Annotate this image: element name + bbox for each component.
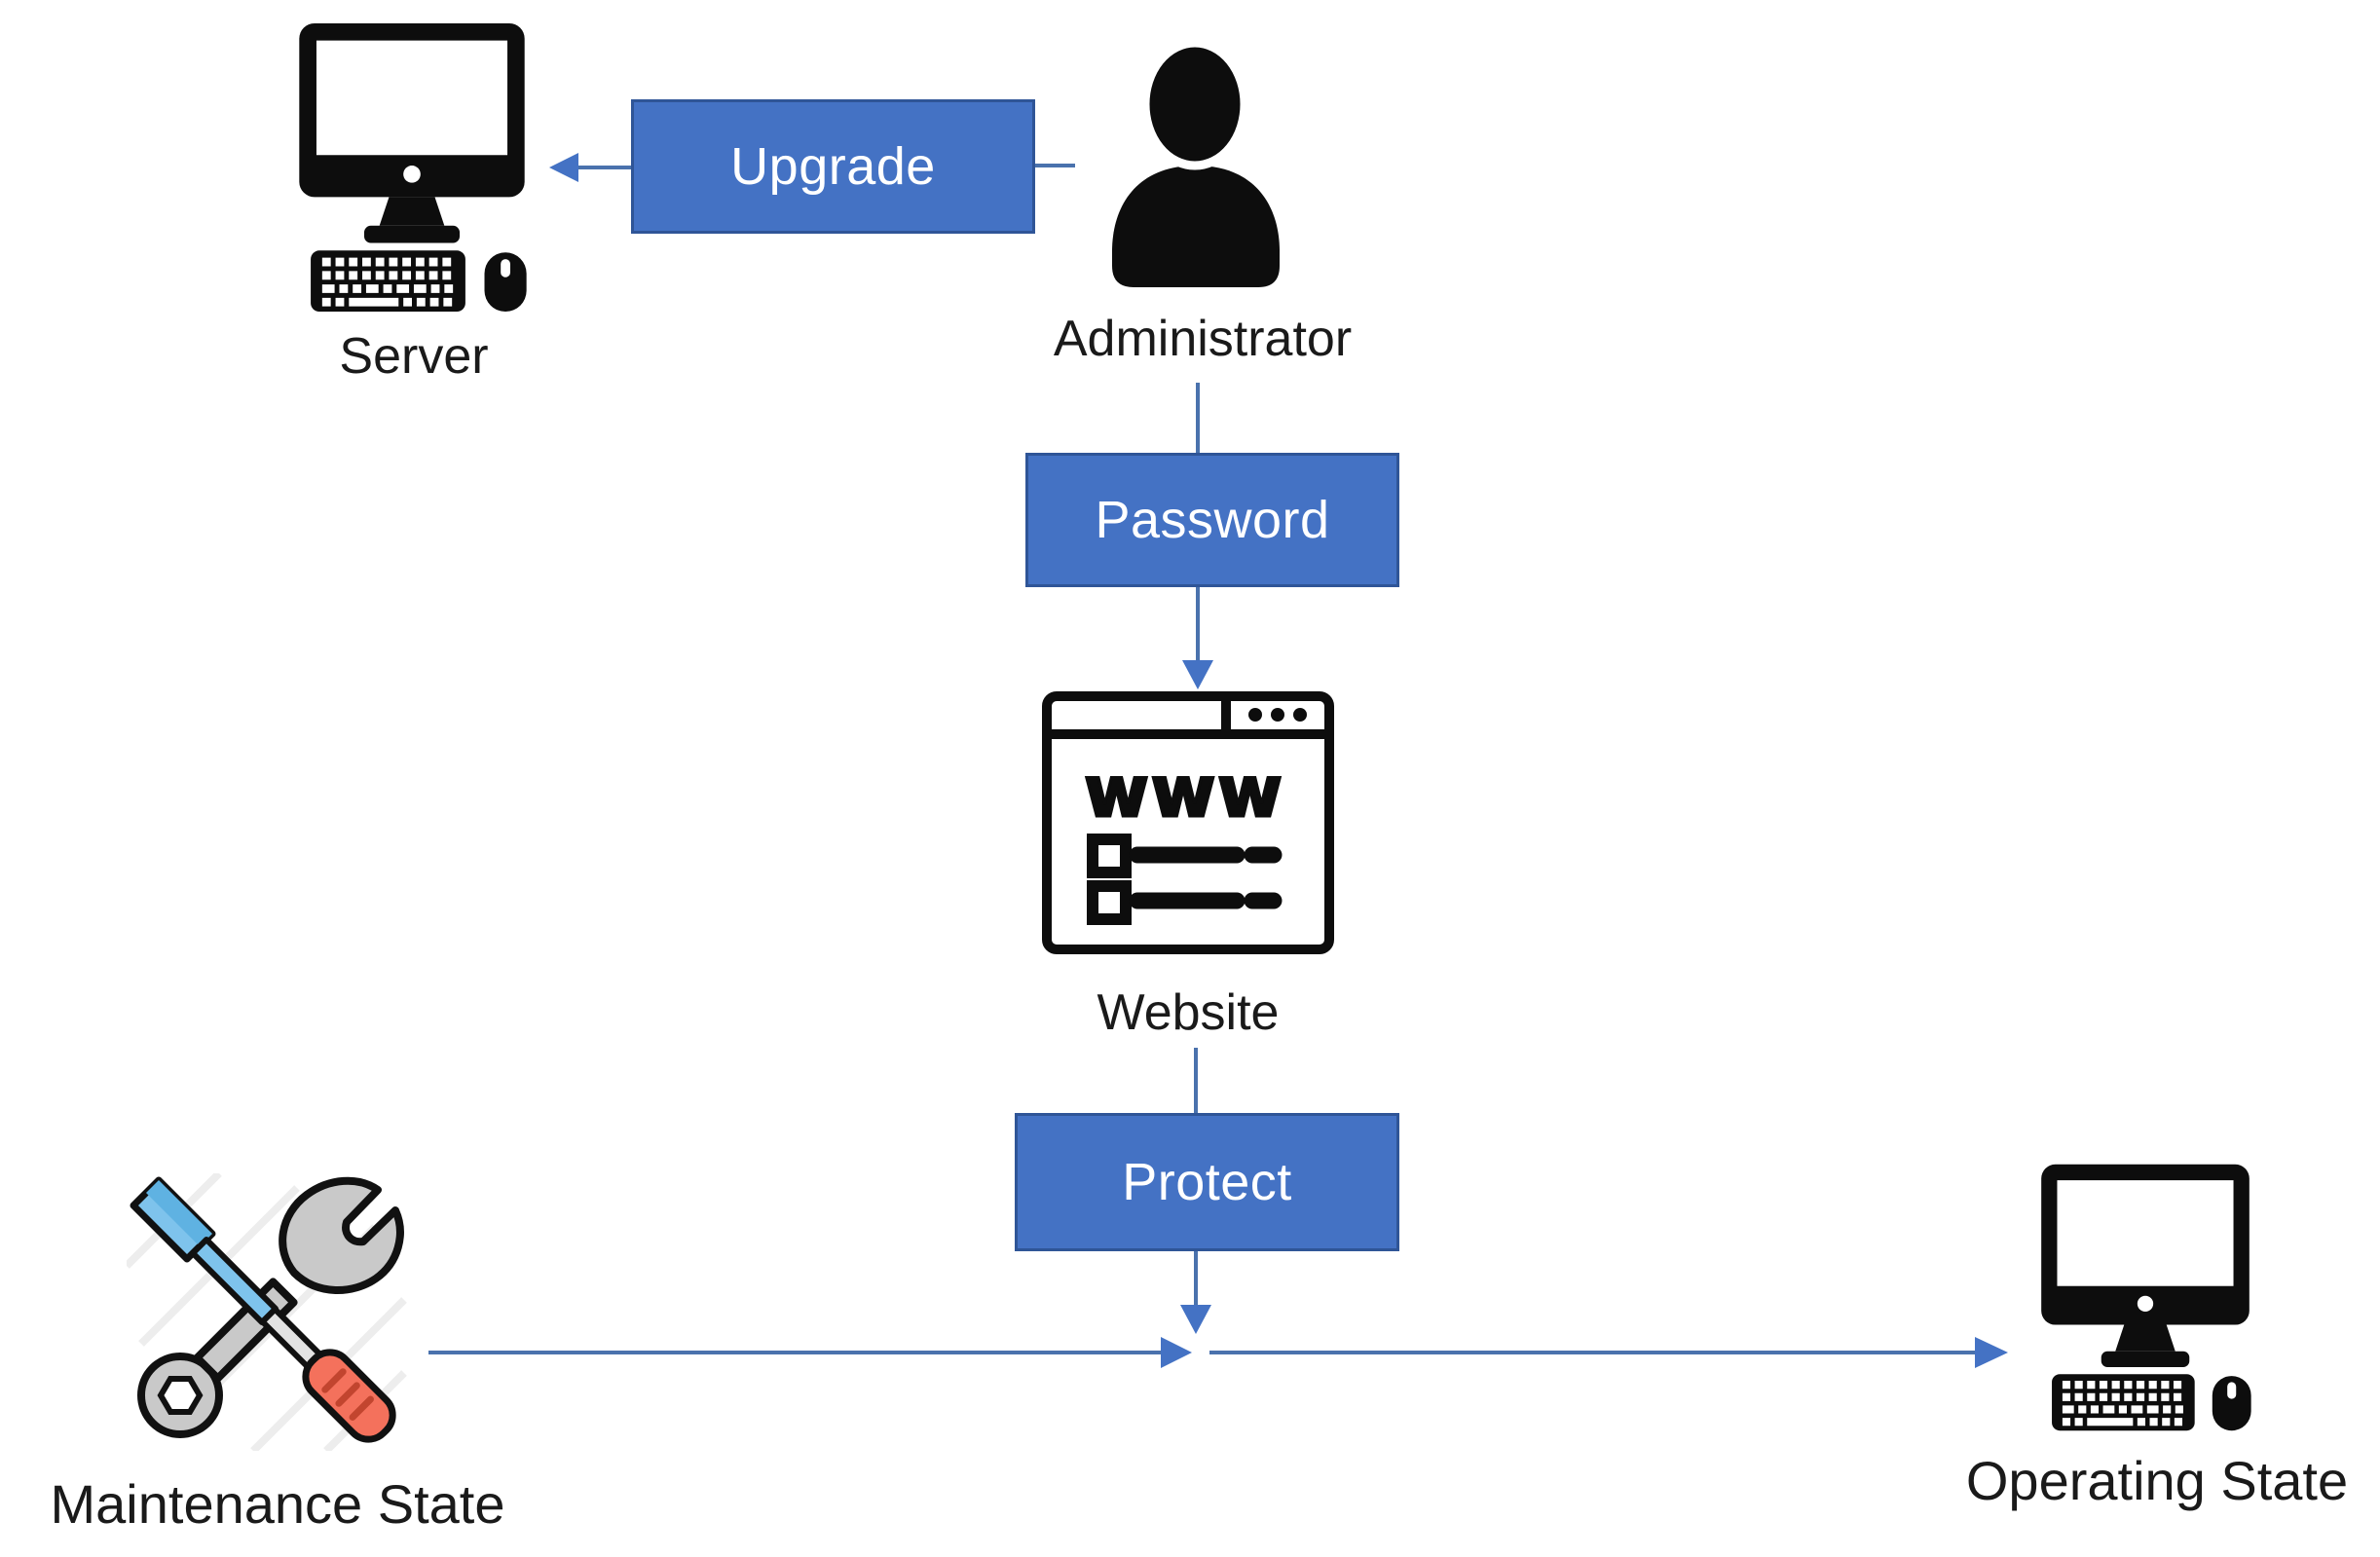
protect-box: Protect: [1015, 1113, 1399, 1251]
website-icon: www: [1042, 691, 1334, 954]
center-to-operating-arrowhead-icon: [1975, 1337, 2008, 1368]
website-label: Website: [1097, 984, 1280, 1041]
maintenance-to-center-arrowhead-icon: [1161, 1337, 1192, 1368]
www-text: www: [1084, 751, 1284, 833]
operating-state-icon: [2037, 1163, 2253, 1432]
password-box: Password: [1025, 453, 1399, 587]
server-label: Server: [339, 328, 489, 385]
upgrade-box-label: Upgrade: [730, 137, 936, 196]
protect-box-label: Protect: [1122, 1153, 1292, 1211]
operating-state-label: Operating State: [1965, 1450, 2349, 1511]
upgrade-to-server-arrowhead-icon: [549, 153, 578, 182]
password-to-website-arrowhead-icon: [1182, 660, 1213, 689]
list-item-row: [1087, 834, 1283, 878]
password-box-label: Password: [1095, 491, 1330, 549]
wrench-icon: [137, 1176, 404, 1438]
list-item-row: [1087, 880, 1283, 925]
screwdriver-icon: [130, 1176, 396, 1443]
administrator-icon: [1096, 24, 1295, 292]
maintenance-tools-icon: [124, 1170, 409, 1454]
administrator-label: Administrator: [1053, 311, 1353, 367]
upgrade-box: Upgrade: [631, 99, 1035, 234]
maintenance-state-label: Maintenance State: [50, 1473, 505, 1535]
server-icon: [295, 21, 529, 314]
protect-down-arrowhead-icon: [1180, 1305, 1211, 1334]
menu-dots-icon: [1248, 708, 1307, 722]
